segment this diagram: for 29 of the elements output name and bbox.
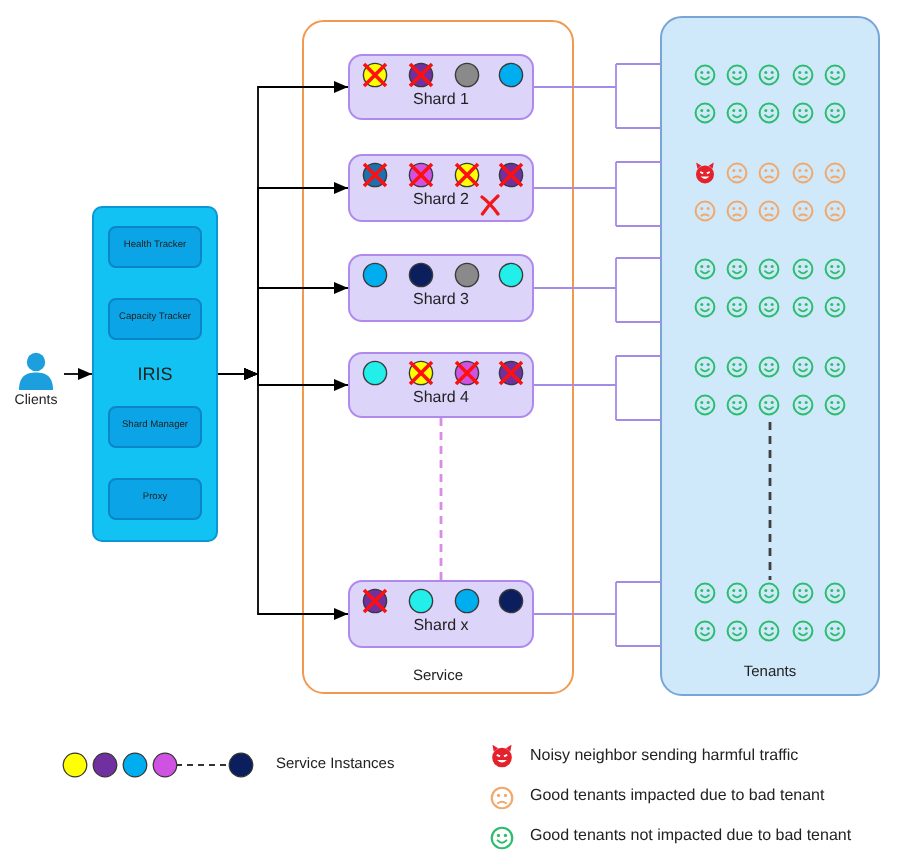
shard-label: Shard 3 <box>412 292 470 308</box>
dashed-line <box>439 418 443 580</box>
legend-text: Good tenants not impacted due to bad tenant <box>530 828 852 844</box>
shard-label: Shard x <box>413 618 469 634</box>
legend-text: Good tenants impacted due to bad tenant <box>530 788 825 804</box>
legend-text: Noisy neighbor sending harmful traffic <box>530 748 799 764</box>
dashed-line <box>768 422 772 580</box>
shard-box <box>348 352 534 418</box>
connector-line <box>533 355 663 421</box>
module-box <box>108 406 202 448</box>
connector-line <box>533 63 663 129</box>
module-box <box>108 298 202 340</box>
connector-line <box>533 161 663 227</box>
group-container <box>302 20 574 694</box>
arrow <box>63 368 93 380</box>
connector-line <box>533 581 663 647</box>
shard-label: Shard 4 <box>412 390 470 406</box>
module-box <box>108 226 202 268</box>
system-panel <box>92 206 218 542</box>
shard-box <box>348 254 534 322</box>
shard-box <box>348 154 534 222</box>
module-box <box>108 478 202 520</box>
panel-title: IRIS <box>137 366 173 384</box>
shard-label: Shard 1 <box>412 92 470 108</box>
group-container <box>660 16 880 696</box>
shard-label: Shard 2 <box>412 192 470 208</box>
connector-line <box>533 257 663 323</box>
shard-box <box>348 580 534 648</box>
shard-box <box>348 54 534 120</box>
